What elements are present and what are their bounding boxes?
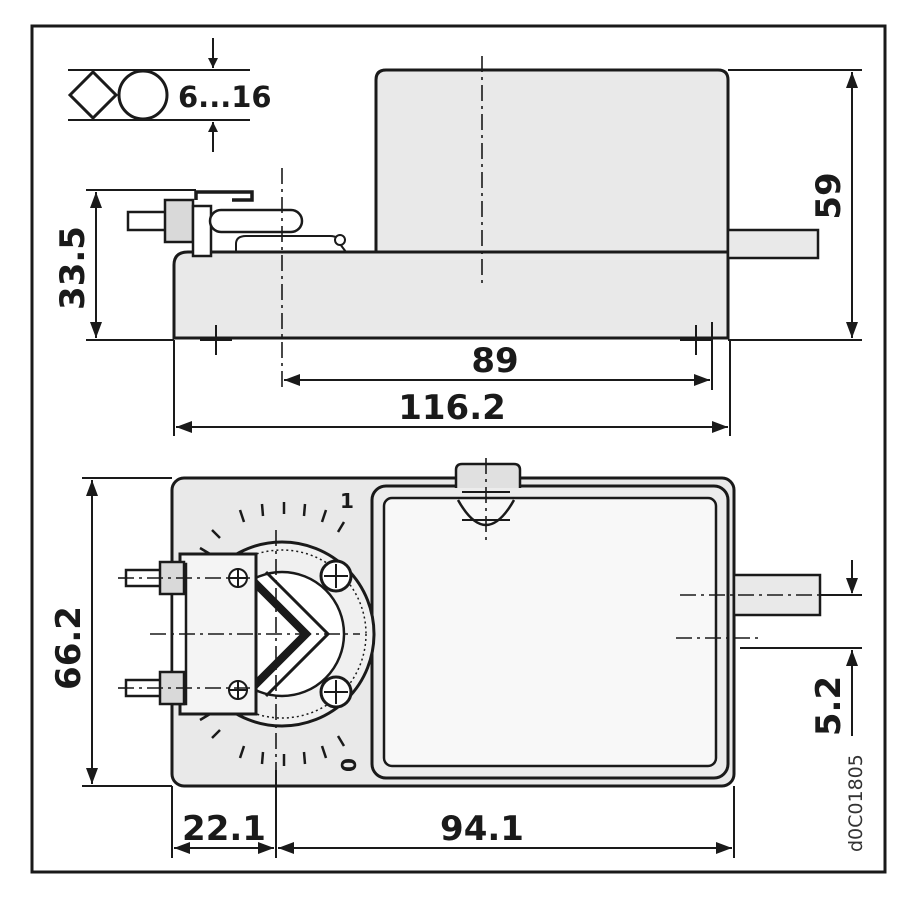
cable-side <box>726 228 820 260</box>
dim-inner-length: 89 <box>471 341 518 381</box>
drawing-reference: d0C01805 <box>845 754 867 852</box>
side-view: 33.5 59 89 116.2 <box>53 56 862 436</box>
cover-inner <box>382 496 718 768</box>
dim-plan-height: 66.2 <box>49 606 89 690</box>
round-shaft-icon <box>117 69 169 121</box>
scale-max-label: 1 <box>340 489 354 513</box>
dim-side-height: 33.5 <box>53 226 93 310</box>
drawing-frame <box>30 24 887 874</box>
dim-hub-to-end: 94.1 <box>440 809 524 849</box>
shaft-range-label: 6...16 <box>178 80 272 114</box>
square-shaft-icon <box>67 69 119 121</box>
dim-total-length: 116.2 <box>398 388 506 428</box>
plan-view: 1 0 66.2 <box>49 458 862 858</box>
scale-min-label: 0 <box>337 758 361 772</box>
shaft-symbol: 6...16 <box>67 38 272 152</box>
dim-overall-height: 59 <box>809 172 849 219</box>
dim-hub-offset: 22.1 <box>182 809 266 849</box>
dim-shaft-offset: 5.2 <box>809 676 849 736</box>
